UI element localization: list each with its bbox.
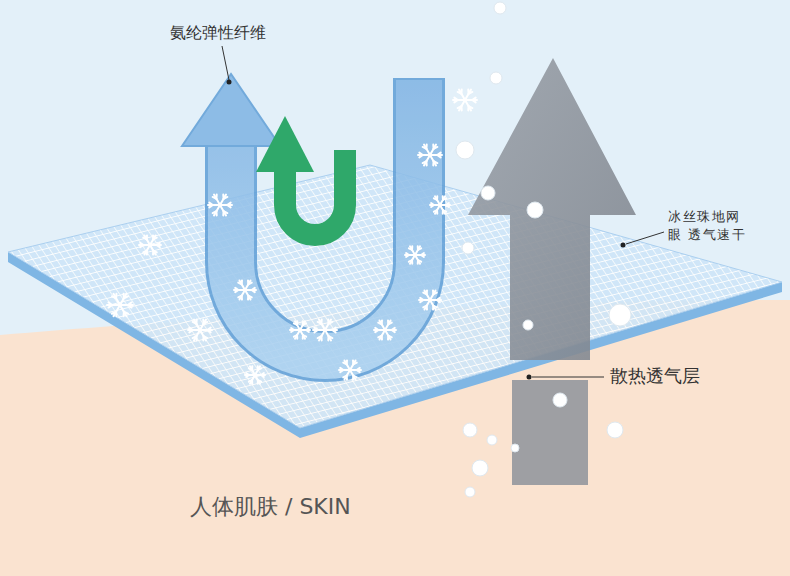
heat-arrow-tail xyxy=(512,380,588,485)
layer-label: 散热透气层 xyxy=(610,364,700,388)
moisture-arrow xyxy=(256,116,345,235)
bubble xyxy=(487,435,497,445)
skin-label: 人体肌肤 / SKIN xyxy=(190,492,351,522)
snowflake-decor xyxy=(107,90,477,384)
snowflake xyxy=(234,280,256,299)
snowflake xyxy=(208,195,232,216)
snowflake xyxy=(188,320,212,341)
bubble xyxy=(523,320,533,330)
fiber-label: 氨纶弹性纤维 xyxy=(170,22,266,44)
bubble xyxy=(456,141,474,159)
bubble xyxy=(462,242,474,254)
bubble xyxy=(527,202,543,218)
snowflake xyxy=(290,321,310,338)
snowflake xyxy=(245,366,265,383)
heat-arrow xyxy=(468,58,636,360)
bubble-decor xyxy=(456,2,631,497)
bubble xyxy=(472,460,488,476)
snowflake xyxy=(313,320,337,341)
bubble xyxy=(490,72,502,84)
bubble xyxy=(465,487,475,497)
bubble xyxy=(609,304,631,326)
bubble xyxy=(463,423,477,437)
bubble xyxy=(511,444,519,452)
bubble xyxy=(607,422,623,438)
bubble xyxy=(481,186,495,200)
snowflake xyxy=(339,360,361,379)
leader-lines xyxy=(222,46,664,380)
elastic-fiber-arrow xyxy=(182,74,419,356)
snowflake xyxy=(453,90,477,111)
mesh-label: 冰丝珠地网眼 透气速干 xyxy=(668,208,754,243)
bubble xyxy=(494,2,506,14)
snowflake xyxy=(405,246,425,263)
bubble xyxy=(553,393,567,407)
snowflake xyxy=(419,290,441,309)
snowflake xyxy=(107,294,133,317)
snowflake xyxy=(418,145,442,166)
snowflake xyxy=(374,320,396,339)
snowflake xyxy=(139,235,161,254)
snowflake xyxy=(430,196,450,213)
